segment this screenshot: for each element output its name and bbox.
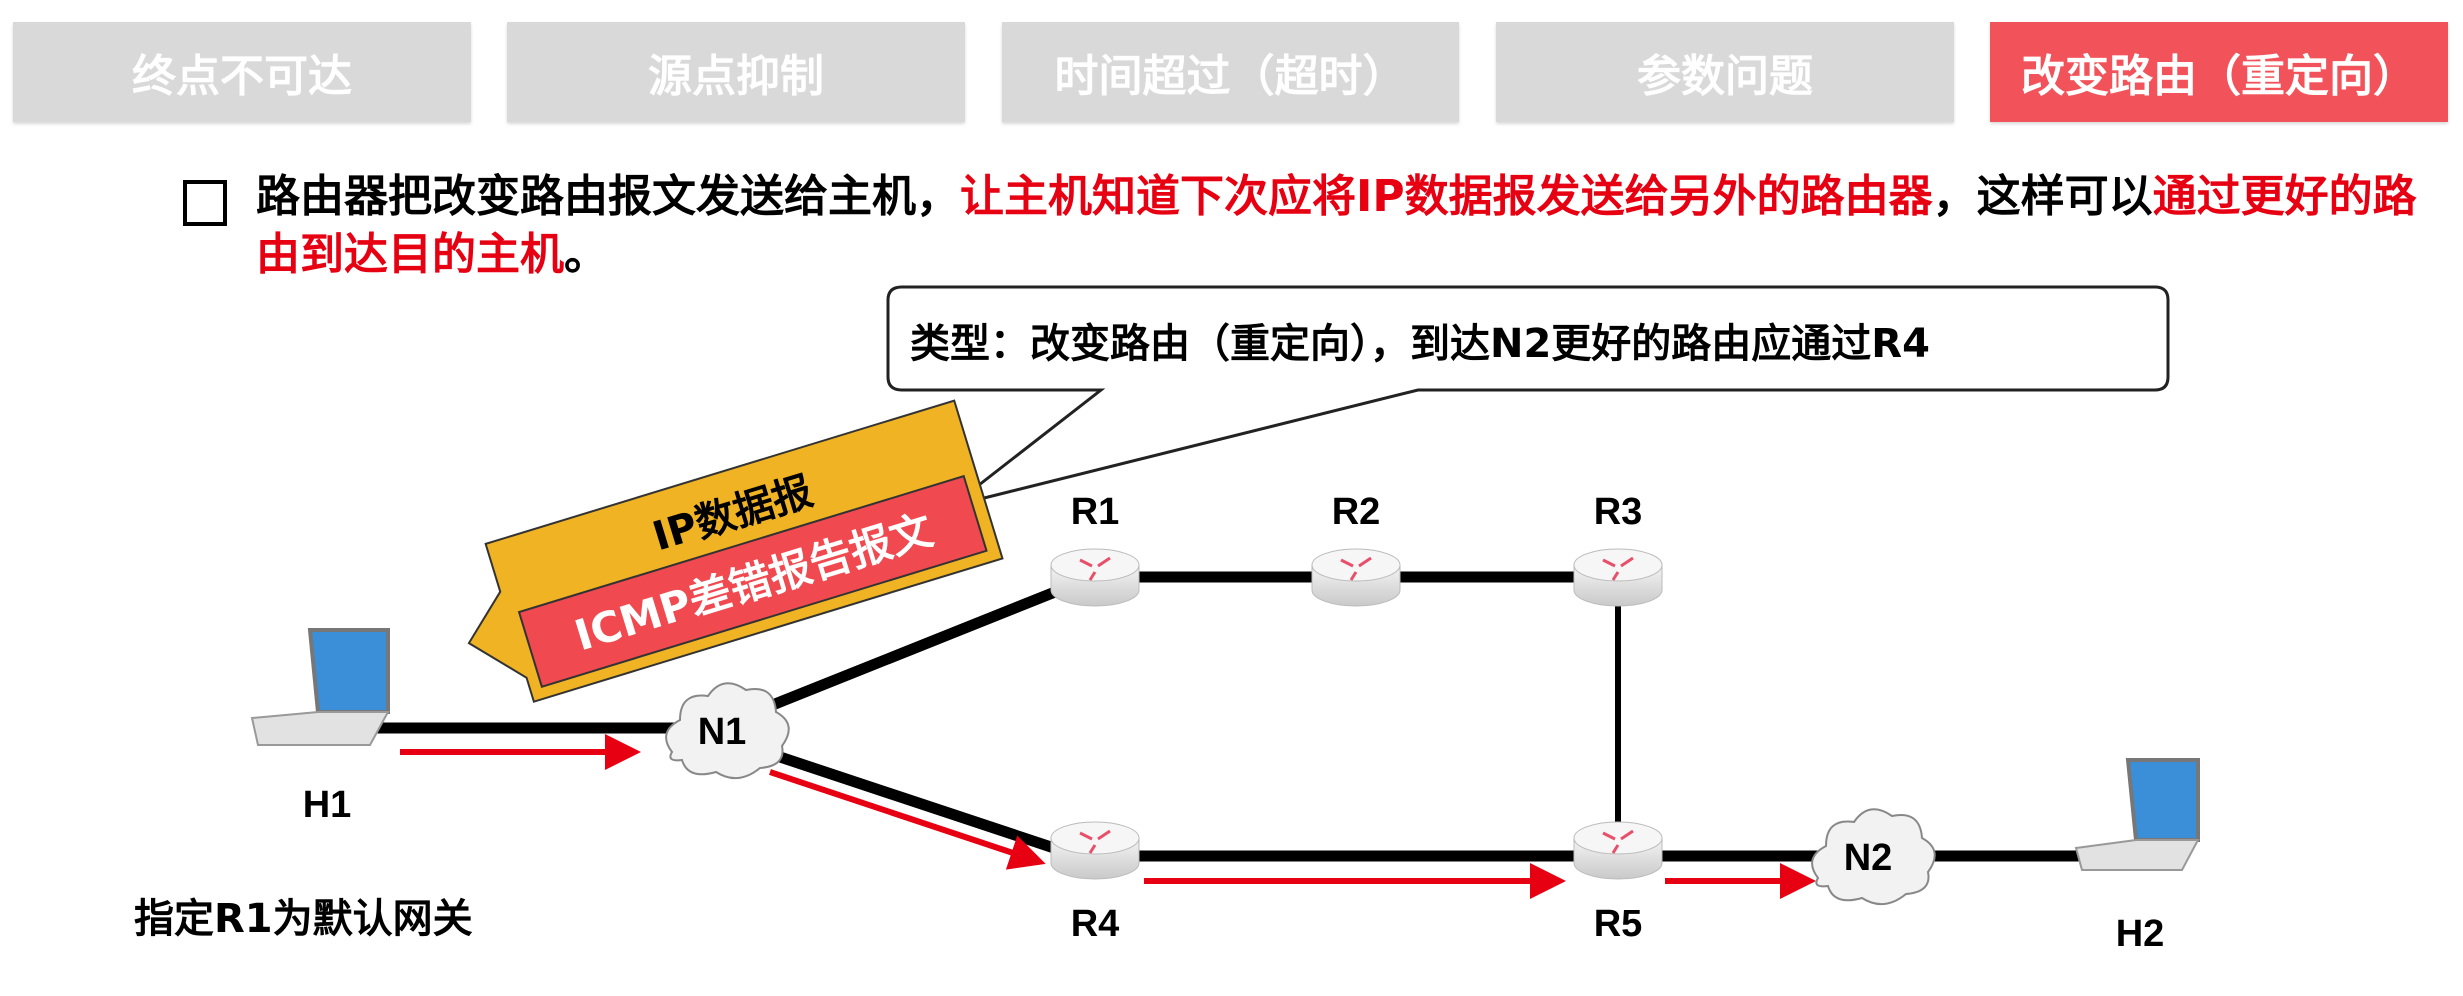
router-label: R4	[1071, 903, 1120, 945]
router-arrow-icons	[1079, 556, 1634, 854]
laptop-icon	[250, 628, 390, 746]
desc-part1: 路由器把改变路由报文发送给主机，	[256, 171, 960, 222]
host-h2[interactable]: H2	[2074, 758, 2200, 955]
desc-highlight-1: 让主机知道下次应将IP数据报发送给另外的路由器	[960, 171, 1933, 222]
host-label: H2	[2116, 913, 2165, 955]
network-n2[interactable]: N2	[1811, 808, 1936, 905]
callout-bubble	[886, 285, 2170, 508]
router-r4[interactable]: R4	[1050, 821, 1140, 945]
router-label: R1	[1071, 491, 1120, 533]
icmp-message-shape	[517, 474, 988, 688]
router-r5[interactable]: R5	[1573, 821, 1663, 945]
tab-source-quench[interactable]: 源点抑制	[507, 22, 965, 122]
network-label: N2	[1844, 837, 1893, 879]
host-h1[interactable]: H1	[250, 628, 390, 826]
router-label: R5	[1594, 903, 1643, 945]
laptop-icon	[2074, 758, 2200, 871]
desc-part3: ，这样可以	[1932, 171, 2153, 222]
router-r3[interactable]: R3	[1573, 491, 1663, 607]
tab-destination-unreachable[interactable]: 终点不可达	[13, 22, 471, 122]
path-arrows	[400, 734, 1816, 899]
router-r1[interactable]: R1	[1050, 491, 1140, 607]
tab-parameter-problem[interactable]: 参数问题	[1496, 22, 1954, 122]
link-n1-r4	[763, 746, 1062, 856]
tab-time-exceeded[interactable]: 时间超过（超时）	[1002, 22, 1459, 122]
network-n1[interactable]: N1	[665, 682, 790, 779]
tab-redirect[interactable]: 改变路由（重定向）	[1990, 22, 2448, 122]
cloud-icon	[1811, 808, 1936, 905]
router-label: R2	[1332, 491, 1381, 533]
host-label: H1	[303, 784, 352, 826]
bullet-checkbox	[183, 180, 227, 226]
default-gateway-note: 指定R1为默认网关	[134, 896, 473, 942]
router-r2[interactable]: R2	[1311, 491, 1401, 607]
arrow-n1-r4	[769, 769, 1046, 870]
network-label: N1	[698, 711, 747, 753]
link-n1-r1	[762, 584, 1063, 714]
desc-part5: 。	[564, 229, 608, 280]
packet-icon: IP数据报 ICMP差错报告报文	[467, 399, 1004, 703]
description-text: 路由器把改变路由报文发送给主机，让主机知道下次应将IP数据报发送给另外的路由器，…	[256, 168, 2426, 284]
desc-highlight-2: 通过更好的路由到达目的主机	[256, 171, 2417, 280]
cloud-icon	[665, 682, 790, 779]
callout-text: 类型：改变路由（重定向），到达N2更好的路由应通过R4	[910, 321, 1930, 367]
router-label: R3	[1594, 491, 1643, 533]
